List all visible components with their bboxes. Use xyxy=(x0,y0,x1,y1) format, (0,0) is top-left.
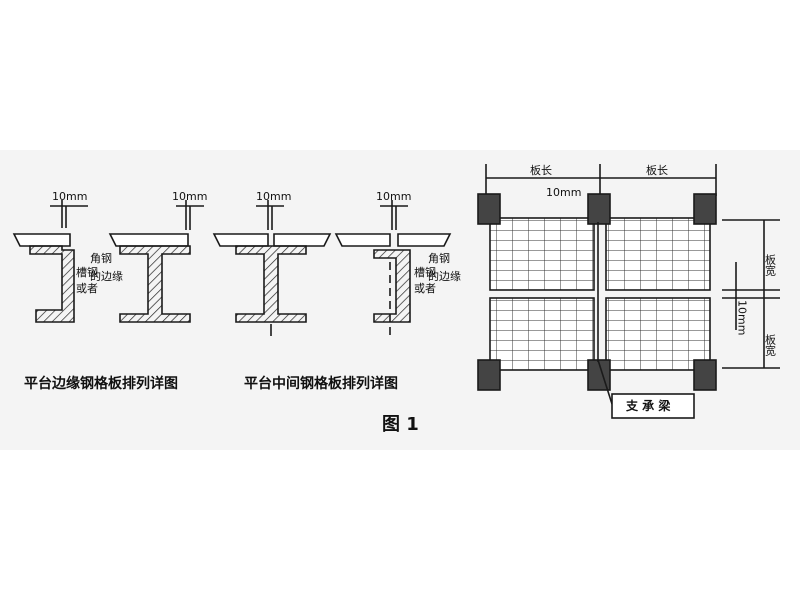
grating-panel xyxy=(605,217,711,291)
beam-end xyxy=(693,359,717,391)
beam-end xyxy=(477,359,501,391)
ibeam-section xyxy=(235,245,307,323)
edge-note-col3: 或者 xyxy=(414,282,436,295)
section-middle-ibeam xyxy=(212,200,332,336)
grating-plate xyxy=(12,233,71,247)
gap-label: 10mm xyxy=(736,300,749,335)
plate-width-label: 板宽 xyxy=(764,253,777,277)
callout-box xyxy=(611,393,695,419)
grating-plate xyxy=(334,233,391,247)
plate-length-label: 板长 xyxy=(646,163,668,177)
section-edge-channel xyxy=(12,200,88,323)
gap-label: 10mm xyxy=(52,190,87,203)
plan-view xyxy=(477,164,780,419)
beam-end xyxy=(693,193,717,225)
support-beam-label: 支 承 梁 xyxy=(625,398,670,413)
channel-section xyxy=(29,245,75,323)
caption-edge: 平台边缘钢格板排列详图 xyxy=(24,375,178,392)
edge-note-col1: 角钢 xyxy=(428,252,450,265)
beam-end xyxy=(477,193,501,225)
edge-note-col2: 槽钢 xyxy=(76,266,98,279)
edge-note-col3: 或者 xyxy=(76,282,98,295)
diagram-canvas: 10mm 角钢 槽钢 或者 的边缘 10mm 10mm 10mm 角钢 槽钢 或… xyxy=(12,163,780,435)
grating-panel xyxy=(489,217,595,291)
caption-middle: 平台中间钢格板排列详图 xyxy=(244,375,398,392)
edge-note-col2: 槽钢 xyxy=(414,266,436,279)
grating-plate xyxy=(397,233,452,247)
figure-panel: 10mm 角钢 槽钢 或者 的边缘 10mm 10mm 10mm 角钢 槽钢 或… xyxy=(0,150,800,450)
channel-section xyxy=(373,249,411,323)
ibeam-section xyxy=(119,245,191,323)
plate-width-label: 板宽 xyxy=(764,333,777,357)
edge-note-col4: 的边缘 xyxy=(90,269,123,283)
gap-label: 10mm xyxy=(172,190,207,203)
grating-plate xyxy=(108,233,189,247)
gap-label: 10mm xyxy=(546,186,581,199)
edge-note-col4: 的边缘 xyxy=(428,269,461,283)
grating-plate xyxy=(212,233,269,247)
section-edge-ibeam xyxy=(108,200,204,323)
gap-label: 10mm xyxy=(256,190,291,203)
grating-panel xyxy=(605,297,711,371)
section-middle-channel xyxy=(334,200,452,336)
grating-panel xyxy=(489,297,595,371)
grating-plate xyxy=(273,233,332,247)
beam-end xyxy=(587,193,611,225)
gap-label: 10mm xyxy=(376,190,411,203)
figure-label: 图 1 xyxy=(382,414,419,435)
plate-length-label: 板长 xyxy=(530,163,552,177)
edge-note-col1: 角钢 xyxy=(90,252,112,265)
